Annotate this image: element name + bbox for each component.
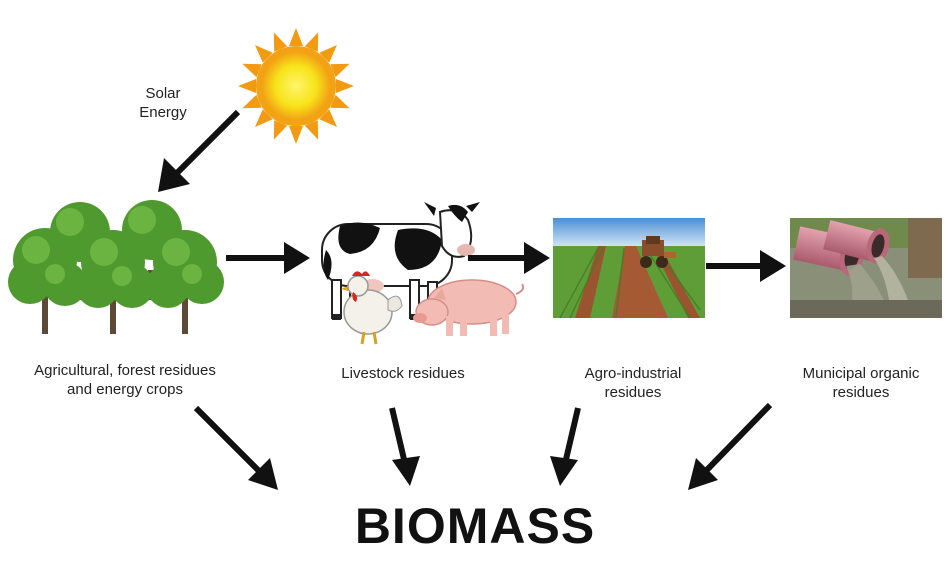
arrowheads <box>158 158 786 490</box>
solar-energy-label: Solar Energy <box>139 85 187 121</box>
arrow-agro-to-biomass <box>560 407 581 473</box>
livestock-label: Livestock residues <box>341 365 465 382</box>
agro-industrial-label: Agro-industrial residues <box>584 365 682 401</box>
agricultural-label: Agricultural, forest residues and energy… <box>34 362 216 398</box>
arrow-agricultural-to-biomass <box>193 405 268 480</box>
sun-icon <box>238 28 354 144</box>
tractor-icon <box>640 236 676 268</box>
arrow-sun-to-trees <box>168 109 241 182</box>
arrows <box>168 109 775 480</box>
chicken-icon <box>341 271 403 345</box>
biomass-title: BIOMASS <box>354 498 596 554</box>
farm-field-icon <box>553 218 705 319</box>
arrow-livestock-to-biomass <box>389 407 410 473</box>
trees-icon <box>8 200 224 334</box>
municipal-label: Municipal organic residues <box>802 365 920 401</box>
arrow-municipal-to-biomass <box>698 402 773 479</box>
pig-icon <box>413 279 525 336</box>
sewage-pipes-icon <box>790 218 942 318</box>
